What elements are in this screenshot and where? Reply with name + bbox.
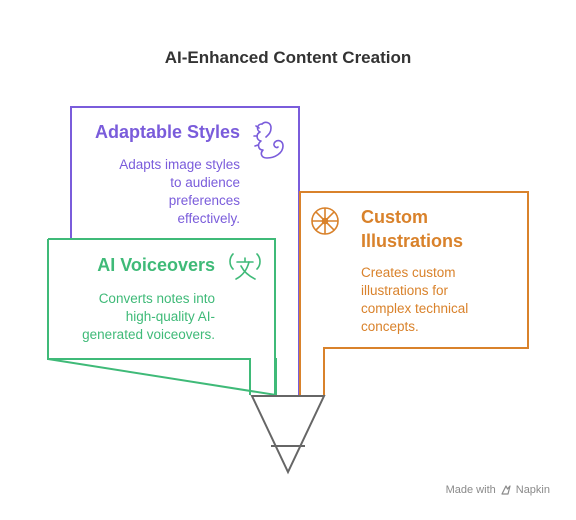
custom-illustrations-heading: Custom Illustrations (361, 207, 464, 251)
made-with-label: Made with (445, 484, 496, 496)
translate-speech-icon (229, 253, 261, 280)
ai-voiceovers-heading: AI Voiceovers (97, 255, 215, 275)
custom-illustrations-box (299, 191, 529, 395)
made-with-napkin-footer[interactable]: Made with Napkin (446, 484, 550, 496)
seahorse-icon (253, 121, 284, 159)
napkin-brand-label: Napkin (515, 484, 550, 496)
wheel-icon (311, 207, 339, 235)
custom-illustrations-description: Creates custom illustrations for complex… (361, 265, 469, 334)
adaptable-styles-description: Adapts image styles to audience preferen… (119, 157, 240, 226)
ai-voiceovers-description: Converts notes into high-quality AI- gen… (82, 291, 215, 342)
napkin-logo-icon (500, 484, 512, 496)
diagram-title: AI-Enhanced Content Creation (164, 48, 412, 67)
adaptable-styles-heading: Adaptable Styles (94, 122, 240, 142)
funnel-icon (250, 395, 326, 475)
